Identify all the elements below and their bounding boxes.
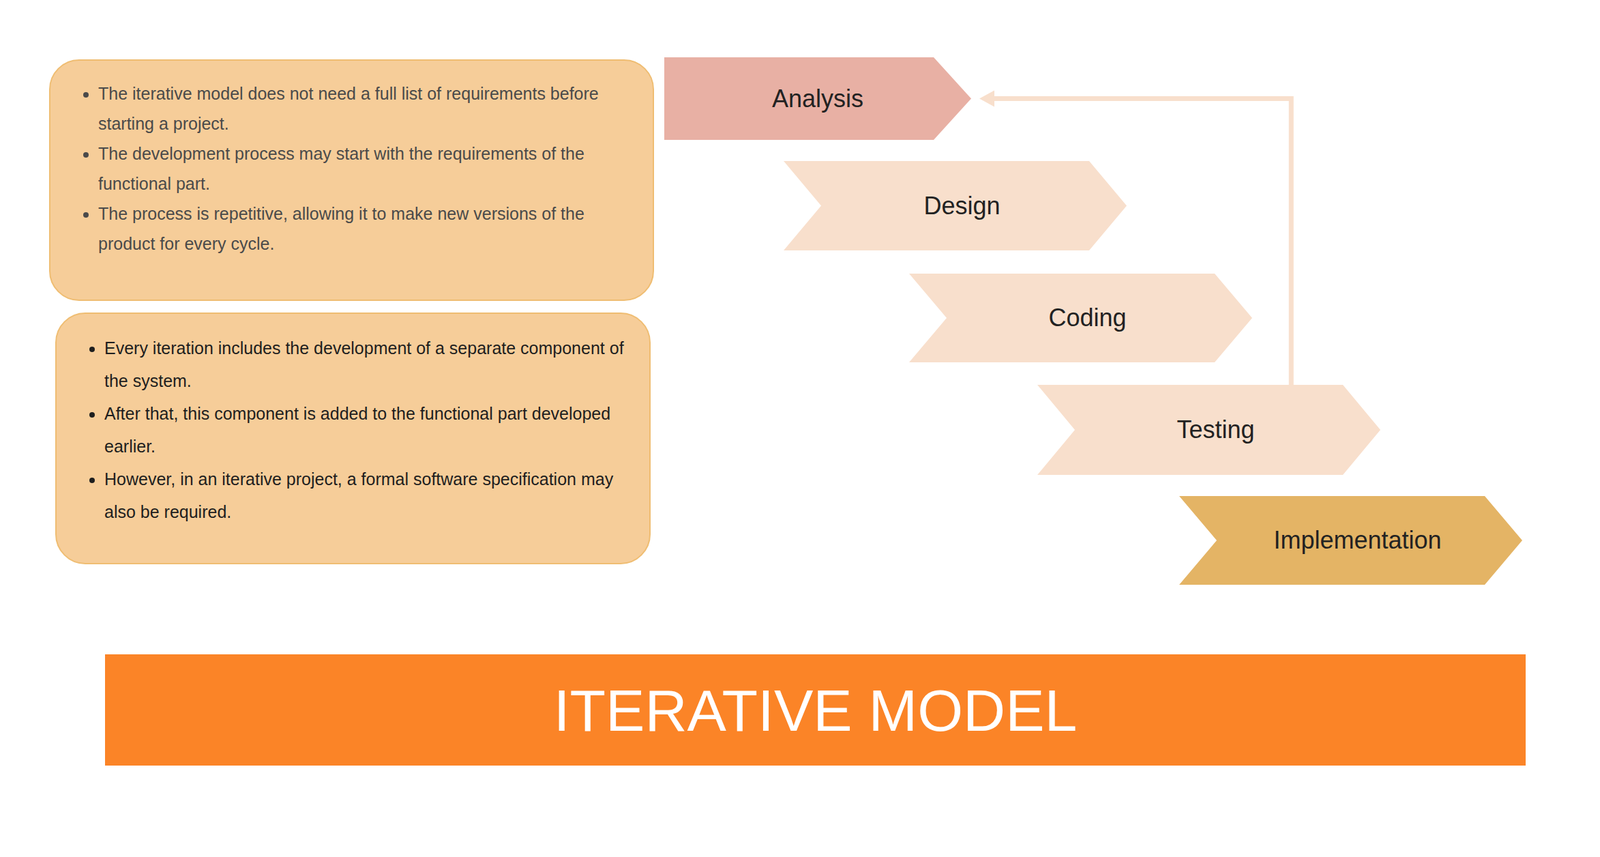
phase-chevron: Implementation (1179, 495, 1523, 585)
phase-label: Implementation (1179, 525, 1523, 555)
bullet-text: After that, this component is added to t… (104, 396, 629, 463)
bullet-text: The development process may start with t… (98, 138, 633, 199)
phase-label: Design (783, 191, 1127, 221)
phase-label: Analysis (664, 84, 972, 114)
title: ITERATIVE MODEL (105, 675, 1526, 744)
bullet-text: The process is repetitive, allowing it t… (98, 198, 633, 259)
phase-chevron: Coding (909, 273, 1253, 363)
phase-chevron: Analysis (664, 57, 972, 140)
note-panel: Every iteration includes the development… (55, 312, 651, 565)
phase-chevron: Testing (1037, 384, 1381, 475)
title-band: ITERATIVE MODEL (105, 654, 1526, 766)
bullet-text: However, in an iterative project, a form… (104, 462, 629, 528)
note-panel: The iterative model does not need a full… (49, 59, 655, 301)
phase-label: Testing (1037, 415, 1381, 444)
bullet-text: Every iteration includes the development… (104, 331, 629, 397)
bullet-text: The iterative model does not need a full… (98, 78, 633, 139)
phase-chevron: Design (783, 160, 1127, 251)
phase-label: Coding (909, 303, 1253, 333)
